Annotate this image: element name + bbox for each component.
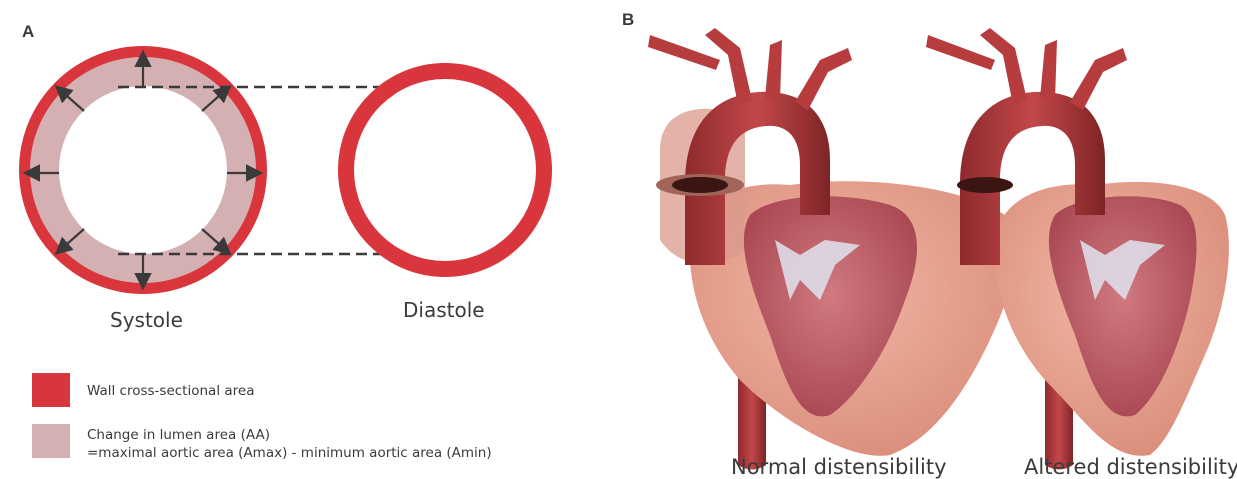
legend-lumen-text-1: Change in lumen area (AA) (87, 427, 270, 443)
panel-a-label: A (22, 22, 34, 41)
altered-distensibility-label: Altered distensibility (1024, 455, 1237, 479)
legend-swatch-wall (32, 373, 70, 407)
panel-b-label: B (622, 10, 634, 29)
legend: Wall cross-sectional area Change in lume… (32, 373, 492, 461)
normal-distensibility-label: Normal distensibility (731, 455, 947, 479)
legend-wall-text: Wall cross-sectional area (87, 383, 254, 399)
diastole-label: Diastole (403, 298, 485, 322)
legend-lumen-text-2: =maximal aortic area (Amax) - minimum ao… (87, 445, 492, 461)
heart-illustration-altered (926, 28, 1229, 470)
systole-label: Systole (110, 308, 183, 332)
diastole-ring (338, 63, 552, 277)
legend-swatch-lumen (32, 424, 70, 458)
